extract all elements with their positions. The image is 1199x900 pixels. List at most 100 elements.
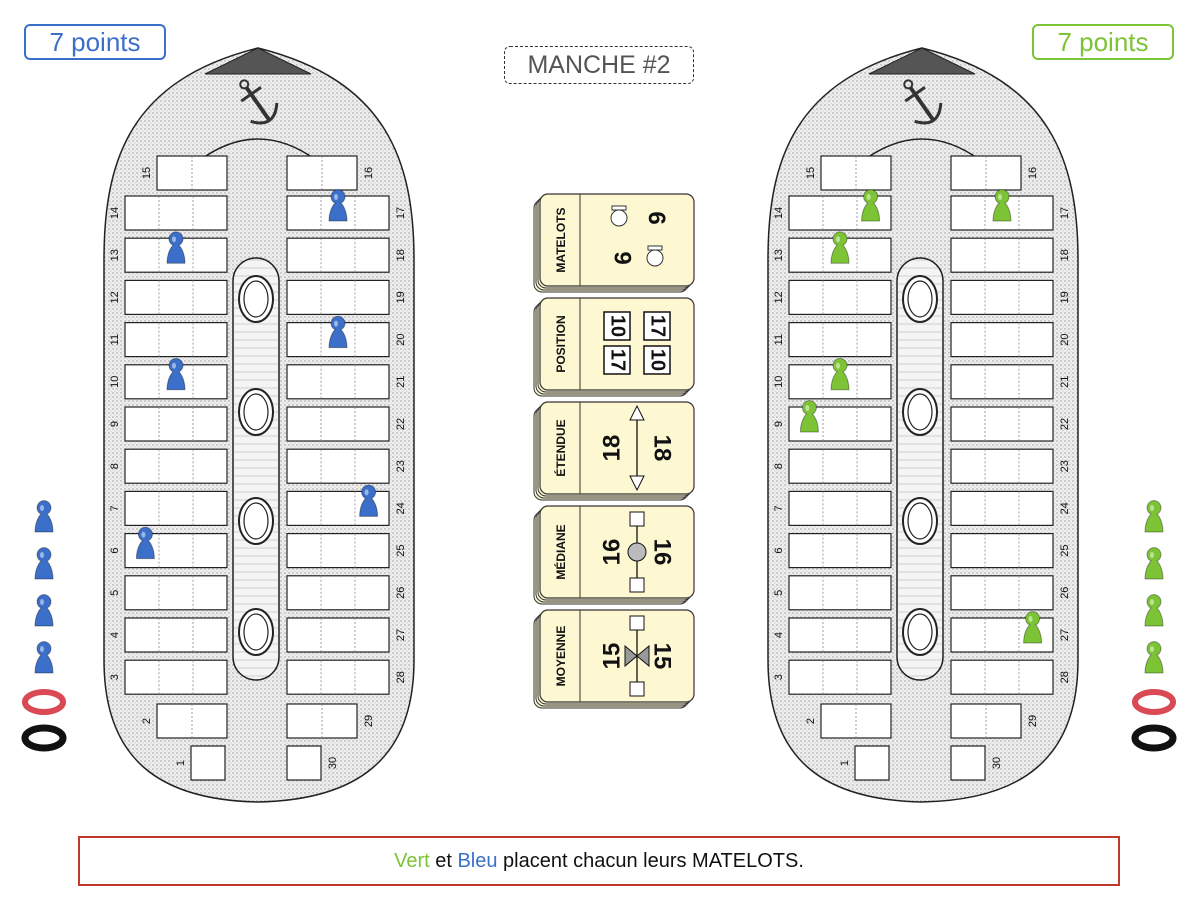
slot-26[interactable]: 26 — [286, 575, 407, 611]
pawn-blue-slot-24[interactable] — [359, 484, 379, 517]
slot-16[interactable]: 16 — [950, 155, 1039, 191]
pawn-blue-slot-6[interactable] — [135, 526, 155, 560]
slot-29[interactable]: 29 — [286, 703, 375, 739]
pawn-blue-slot-20[interactable] — [328, 315, 348, 349]
slot-11[interactable]: 11 — [773, 322, 892, 358]
slot-12[interactable]: 12 — [109, 279, 228, 315]
slot-30[interactable]: 30 — [286, 745, 339, 781]
slot-9[interactable]: 9 — [109, 406, 228, 442]
reserve-pawn-blue[interactable] — [34, 547, 54, 580]
position-icon — [603, 311, 671, 375]
slot-23[interactable]: 23 — [286, 448, 407, 484]
slot-25[interactable]: 25 — [950, 532, 1071, 569]
pawn-green-slot-9[interactable] — [799, 400, 819, 433]
pawn-green-slot-27[interactable] — [1023, 611, 1043, 644]
slot-17[interactable]: 17 — [950, 195, 1071, 231]
reserve-pawn-green[interactable] — [1144, 641, 1164, 674]
pawn-green-slot-13[interactable] — [830, 231, 850, 264]
pawn-green-slot-17[interactable] — [992, 189, 1012, 222]
pawn-blue-slot-13[interactable] — [166, 231, 186, 264]
pawn-icon — [830, 357, 850, 391]
slot-number-24: 24 — [1059, 502, 1071, 514]
card-value-a: 18 — [598, 435, 625, 462]
bow-tip — [868, 47, 976, 75]
card-value-b: 16 — [649, 539, 676, 566]
slot-7[interactable]: 7 — [773, 490, 892, 526]
slot-18[interactable]: 18 — [286, 237, 407, 273]
slot-21[interactable]: 21 — [286, 364, 407, 400]
slot-27[interactable]: 27 — [286, 617, 407, 653]
pawn-green-slot-14[interactable] — [861, 189, 881, 222]
slot-28[interactable]: 28 — [286, 659, 407, 695]
slot-27[interactable]: 27 — [950, 617, 1071, 653]
slot-18[interactable]: 18 — [950, 237, 1071, 273]
reserve-pawn-green[interactable] — [1144, 594, 1164, 627]
slot-30[interactable]: 30 — [950, 745, 1003, 781]
slot-25[interactable]: 25 — [286, 532, 407, 569]
slot-number-20: 20 — [1059, 333, 1071, 345]
slot-4[interactable]: 4 — [773, 617, 892, 653]
pawn-green-slot-10[interactable] — [830, 357, 850, 391]
slot-23[interactable]: 23 — [950, 448, 1071, 484]
reserve-pawn-blue[interactable] — [34, 641, 54, 674]
slot-number-16: 16 — [1027, 167, 1039, 179]
card-value-4: 17 — [607, 349, 629, 371]
slot-8[interactable]: 8 — [773, 448, 892, 484]
slot-28[interactable]: 28 — [950, 659, 1071, 695]
slot-5[interactable]: 5 — [109, 575, 228, 611]
slot-6[interactable]: 6 — [109, 532, 228, 569]
anchor-icon — [903, 79, 943, 125]
reserve-pawn-green[interactable] — [1144, 547, 1164, 580]
slot-4[interactable]: 4 — [109, 617, 228, 653]
slot-22[interactable]: 22 — [286, 406, 407, 442]
slot-15[interactable]: 15 — [141, 155, 228, 191]
round-label: MANCHE #2 — [504, 46, 694, 84]
slot-29[interactable]: 29 — [950, 703, 1039, 739]
slot-19[interactable]: 19 — [286, 279, 407, 315]
slot-19[interactable]: 19 — [950, 279, 1071, 315]
slot-12[interactable]: 12 — [773, 279, 892, 315]
bow-tip — [204, 47, 312, 75]
slot-20[interactable]: 20 — [950, 322, 1071, 358]
slot-3[interactable]: 3 — [773, 659, 892, 695]
slot-8[interactable]: 8 — [109, 448, 228, 484]
slot-11[interactable]: 11 — [109, 322, 228, 358]
slot-26[interactable]: 26 — [950, 575, 1071, 611]
slot-number-26: 26 — [1059, 587, 1071, 599]
slot-2[interactable]: 2 — [141, 703, 228, 739]
slot-number-30: 30 — [991, 757, 1003, 769]
reserve-pawn-green[interactable] — [1144, 500, 1164, 533]
pawn-icon — [328, 189, 348, 222]
reserve-pawn-blue[interactable] — [34, 594, 54, 627]
card-value-a: 9 — [644, 211, 671, 224]
slot-21[interactable]: 21 — [950, 364, 1071, 400]
slot-5[interactable]: 5 — [773, 575, 892, 611]
pawn-blue-slot-10[interactable] — [166, 357, 186, 391]
slot-9[interactable]: 9 — [773, 406, 892, 442]
slot-14[interactable]: 14 — [109, 195, 228, 231]
slot-15[interactable]: 15 — [805, 155, 892, 191]
slot-24[interactable]: 24 — [950, 490, 1071, 526]
pawn-icon — [166, 357, 186, 391]
slot-1[interactable]: 1 — [839, 745, 890, 781]
status-bar: Vert et Bleu placent chacun leurs MATELO… — [78, 836, 1120, 886]
reserve-pawn-blue[interactable] — [34, 500, 54, 533]
slot-24[interactable]: 24 — [286, 490, 407, 526]
slot-2[interactable]: 2 — [805, 703, 892, 739]
slot-16[interactable]: 16 — [286, 155, 375, 191]
slot-number-22: 22 — [395, 418, 407, 430]
slot-6[interactable]: 6 — [773, 532, 892, 569]
pawn-blue-slot-17[interactable] — [328, 189, 348, 222]
slot-22[interactable]: 22 — [950, 406, 1071, 442]
slot-20[interactable]: 20 — [286, 322, 407, 358]
slot-number-13: 13 — [109, 249, 121, 261]
slot-1[interactable]: 1 — [175, 745, 226, 781]
slot-17[interactable]: 17 — [286, 195, 407, 231]
slot-3[interactable]: 3 — [109, 659, 228, 695]
slot-7[interactable]: 7 — [109, 490, 228, 526]
